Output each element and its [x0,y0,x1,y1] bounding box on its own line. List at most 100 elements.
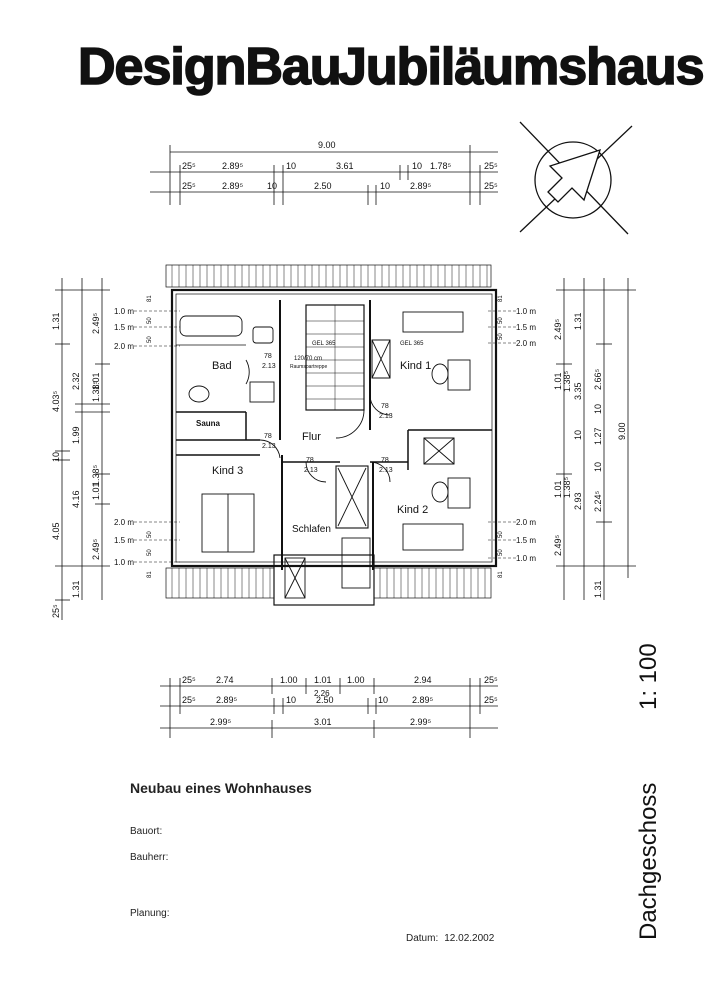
bottom-dim-r1-5: 1.00 [347,675,365,685]
right-dim-outer-2: 2.66⁵ [593,368,603,390]
bottom-dimension-lines [160,678,498,738]
walls [170,288,498,606]
room-label-kind-1: Kind 1 [400,360,431,372]
right-dim-outer-7: 1.31 [593,580,603,598]
door-label-k1-height: 2.13 [379,413,393,420]
right-dimension-lines [556,278,636,600]
left-dim-inner-5: 1.38⁵ [91,464,101,486]
top-dim-r1-1: 25⁵ [182,161,196,171]
bottom-dim-r2-5: 10 [378,695,388,705]
fixtures [179,311,471,599]
room-label-kind-3: Kind 3 [212,465,243,477]
roof-hatching [171,265,488,598]
top-dim-r1-5: 10 [412,161,422,171]
height-left-1: 1.0 m [114,307,134,316]
door-label-k2-width: 78 [381,457,389,464]
height-labels: 1.0 m 1.5 m 2.0 m 2.0 m 1.5 m 1.0 m 1.0 … [114,307,536,567]
right-dim-mid-2: 1.01 [553,372,563,390]
right-dim-mid-4: 3.35 [573,382,583,400]
top-dimension-lines [150,145,498,205]
plan-annotations: 120/70 cm Raumspartreppe GEL 365 GEL 365… [262,341,424,474]
door-label-k3-width: 78 [264,433,272,440]
height-sub-r-81a: 81 [498,295,504,302]
scale-label: 1: 100 [635,643,662,710]
planung-label: Planung: [130,908,170,919]
height-sub-r-81b: 81 [498,571,504,578]
title-part-1: DesignBau [78,38,341,96]
header-title: DesignBau Jubiläumshaus [77,37,705,97]
height-sub-r-50d: 50 [498,549,504,556]
height-left-2: 1.5 m [114,323,134,332]
top-dim-r1-7: 25⁵ [484,161,498,171]
bottom-dim-r2-2: 2.89⁵ [216,695,238,705]
left-dim-outer-1: 1.31 [51,312,61,330]
room-labels: Bad Sauna Flur Kind 1 Kind 2 Kind 3 Schl… [196,360,431,535]
left-dim-inner-4: 1.01 [91,482,101,500]
right-dim-outer-3: 10 [593,404,603,414]
height-left-6: 1.0 m [114,558,134,567]
room-label-bad: Bad [212,360,232,372]
height-sub-l-50c: 50 [147,531,153,538]
top-dim-overall: 9.00 [318,140,336,150]
door-label-k3-height: 2.13 [262,443,276,450]
right-dim-outer-5: 10 [593,462,603,472]
bottom-dim-r3-3: 2.99⁵ [410,717,432,727]
height-sub-l-50d: 50 [147,549,153,556]
bottom-dim-r2-1: 25⁵ [182,695,196,705]
right-dim-mid-1: 2.49⁵ [553,318,563,340]
right-dim-mid-5: 10 [573,430,583,440]
height-sub-l-81b: 81 [147,571,153,578]
bottom-dim-r3-2: 3.01 [314,717,332,727]
room-label-sauna: Sauna [196,419,221,428]
top-dim-r1-2: 2.89⁵ [222,161,244,171]
left-dimension-lines [55,278,110,620]
left-dim-inner-2: 1.01 [91,372,101,390]
bottom-dim-r1-4: 1.01 [314,675,332,685]
top-dim-r2-7: 25⁵ [484,181,498,191]
date-label: Datum: [406,933,439,944]
date-field: Datum: 12.02.2002 [406,933,494,944]
stair-note-size: 120/70 cm [294,356,322,362]
bottom-dim-r3-1: 2.99⁵ [210,717,232,727]
left-dim-mid-1: 2.32 [71,372,81,390]
height-right-1: 1.0 m [516,307,536,316]
bottom-dim-r1-2: 2.74 [216,675,234,685]
right-dim-mid-3: 1.38⁵ [562,370,572,392]
door-label-bad-height: 2.13 [262,363,276,370]
top-dim-r2-3: 10 [267,181,277,191]
height-sub-l-81a: 81 [147,295,153,302]
bauort-label: Bauort: [130,826,163,837]
top-dim-r2-2: 2.89⁵ [222,181,244,191]
bottom-dim-r1-1: 25⁵ [182,675,196,685]
right-dim-mid-6: 2.93 [573,492,583,510]
bottom-dim-r1-6: 2.94 [414,675,432,685]
room-label-kind-2: Kind 2 [397,504,428,516]
height-sub-l-50b: 50 [147,336,153,343]
left-dim-inner-1: 2.49⁵ [91,312,101,334]
left-dimension-labels: 1.31 4.03⁵ 10 4.05 25⁵ 2.32 1.99 4.16 1.… [51,312,101,618]
gel-label-left: GEL 365 [312,341,336,347]
stair-note-type: Raumspartreppe [290,364,327,370]
height-right-2: 1.5 m [516,323,536,332]
gel-label-right: GEL 365 [400,341,424,347]
top-dimension-labels: 9.00 25⁵ 2.89⁵ 10 3.61 10 1.78⁵ 25⁵ 25⁵ … [182,140,498,191]
height-left-3: 2.0 m [114,342,134,351]
bottom-dimension-labels: 25⁵ 2.74 1.00 1.01 1.00 2.94 25⁵ 2.26 25… [182,675,498,727]
bottom-dim-r2-3: 10 [286,695,296,705]
height-lines [134,310,516,563]
right-dim-mid-9: 2.49⁵ [553,534,563,556]
title-part-2: Jubiläumshaus [338,38,704,96]
left-dim-outer-3: 10 [51,452,61,462]
height-right-3: 2.0 m [516,339,536,348]
bottom-dim-r2-4: 2.50 [316,695,334,705]
height-sub-labels: 81 50 50 50 50 81 81 50 50 50 50 81 [147,295,504,578]
date-value: 12.02.2002 [444,933,495,944]
door-label-sch-width: 78 [306,457,314,464]
bottom-dim-r1-sub: 2.26 [314,689,330,698]
door-label-k1-width: 78 [381,403,389,410]
floor-label: Dachgeschoss [635,783,662,940]
right-dim-outer-1: 1.31 [573,312,583,330]
left-dim-mid-2: 1.99 [71,426,81,444]
door-label-k2-height: 2.13 [379,467,393,474]
top-dim-r1-4: 3.61 [336,161,354,171]
